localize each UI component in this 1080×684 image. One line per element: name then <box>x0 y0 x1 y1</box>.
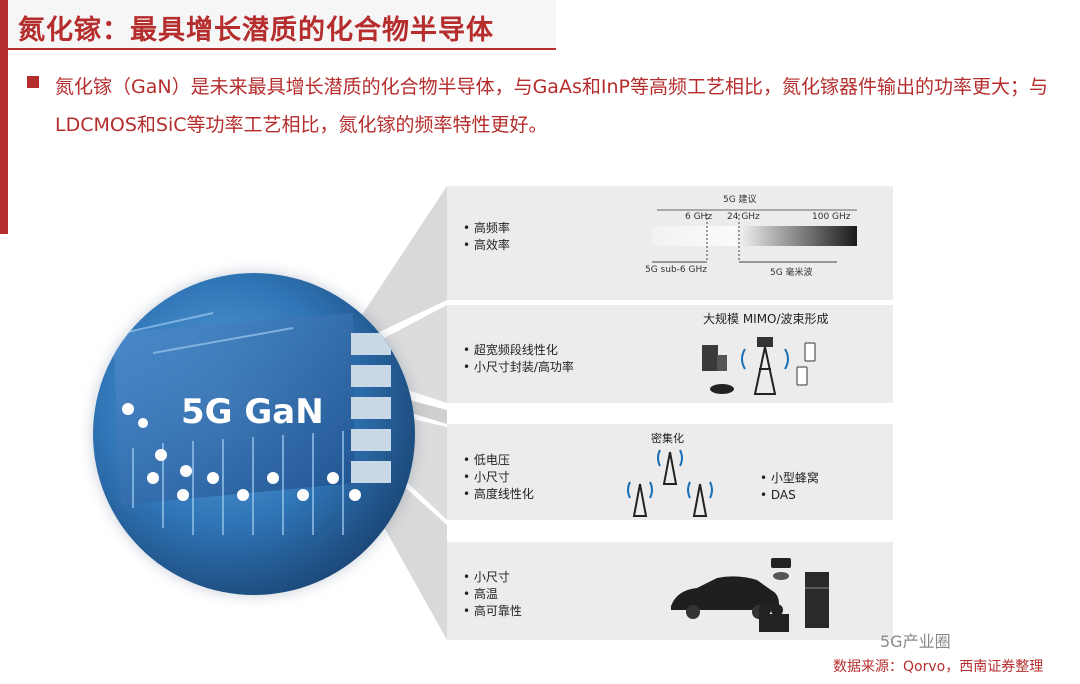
wechat-logo-text: 5G产业圈 <box>880 632 951 651</box>
list-item: • 低电压 <box>463 453 510 467</box>
chip-label: 5G GaN <box>181 392 324 432</box>
tick-6ghz: 6 GHz <box>685 212 713 222</box>
page-title: 氮化镓：最具增长潜质的化合物半导体 <box>18 15 494 46</box>
list-item: • 高温 <box>463 587 498 601</box>
tick-100ghz: 100 GHz <box>812 212 851 222</box>
gan-chip-image: 5G GaN <box>93 273 415 595</box>
mimo-tower-icon <box>702 337 816 395</box>
list-item: • 高频率 <box>463 221 510 235</box>
list-item: • DAS <box>760 488 796 502</box>
panel-mimo: • 超宽频段线性化 • 小尺寸封装/高功率 大规模 MIMO/波束形成 <box>447 305 893 403</box>
intro-paragraph: 氮化镓（GaN）是未来最具增长潜质的化合物半导体，与GaAs和InP等高频工艺相… <box>55 76 1048 136</box>
sub6-label: 5G sub-6 GHz <box>645 265 707 275</box>
spectrum-bar <box>652 209 857 263</box>
panel-reliability: • 小尺寸 • 高温 • 高可靠性 <box>447 542 893 640</box>
panel-2-bullets: • 超宽频段线性化 • 小尺寸封装/高功率 <box>463 342 574 376</box>
list-item: • 高度线性化 <box>463 487 534 501</box>
list-item: • 超宽频段线性化 <box>463 343 558 357</box>
panel-3-bullets: • 低电压 • 小尺寸 • 高度线性化 <box>463 452 534 503</box>
devices-icon <box>671 558 829 632</box>
panel-high-frequency: • 高频率 • 高效率 5G 建议 6 GHz 24 GHz 100 GHz 5… <box>447 186 893 300</box>
list-item: • 小尺寸封装/高功率 <box>463 360 574 374</box>
panel-3-side: • 小型蜂窝 • DAS <box>760 470 819 504</box>
list-item: • 高效率 <box>463 238 510 252</box>
density-caption: 密集化 <box>651 432 684 445</box>
list-item: • 小尺寸 <box>463 470 510 484</box>
list-item: • 高可靠性 <box>463 604 522 618</box>
title-banner: 氮化镓：最具增长潜质的化合物半导体 <box>8 0 556 50</box>
mimo-caption: 大规模 MIMO/波束形成 <box>703 312 829 326</box>
spectrum-title: 5G 建议 <box>723 195 757 205</box>
panel-1-bullets: • 高频率 • 高效率 <box>463 220 510 254</box>
source-note: 数据来源：Qorvo，西南证券整理 <box>833 659 1044 675</box>
accent-bar <box>0 0 8 234</box>
list-item: • 小尺寸 <box>463 570 510 584</box>
mmwave-label: 5G 毫米波 <box>770 268 813 278</box>
panel-4-bullets: • 小尺寸 • 高温 • 高可靠性 <box>463 569 522 620</box>
list-item: • 小型蜂窝 <box>760 471 819 485</box>
bullet-square-icon <box>27 76 39 88</box>
small-cell-towers-icon <box>627 449 713 517</box>
panel-densification: • 低电压 • 小尺寸 • 高度线性化 密集化 • 小型蜂窝 • DAS <box>447 424 893 520</box>
tick-24ghz: 24 GHz <box>727 212 760 222</box>
